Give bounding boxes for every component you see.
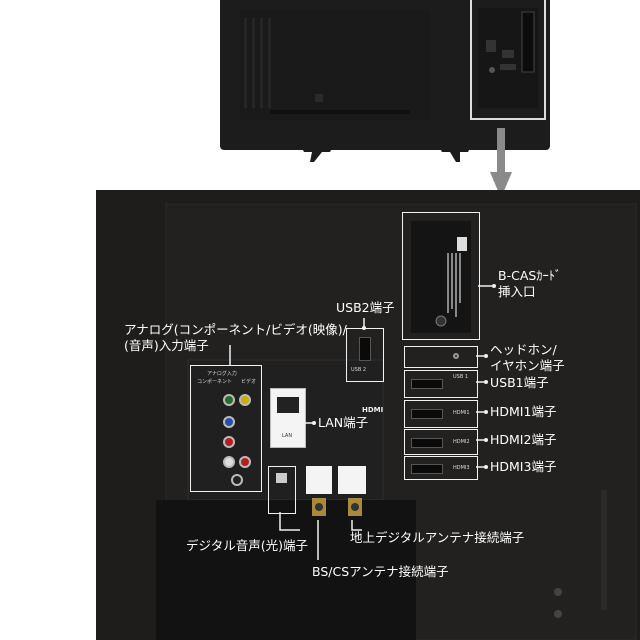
hdmi3-tiny-label: HDMI3 [453,465,470,471]
hdmi1-port[interactable] [411,409,443,419]
usb2-tiny-label: USB 2 [351,367,367,373]
down-arrow-icon [490,128,512,198]
hdmi3-port-frame: HDMI3 [404,456,478,480]
usb1-tiny-label: USB 1 [453,374,469,380]
hdmi2-port-frame: HDMI2 [404,429,478,455]
hdmi3-port[interactable] [411,464,443,474]
tv-rear-overview [220,0,550,150]
stand-foot-right [440,148,470,162]
lan-tiny-label: LAN [282,433,293,439]
bcas-slot-frame [402,212,480,340]
headphone-label-line2: イヤホン端子 [490,358,565,373]
bscs-label: BS/CSアンテナ接続端子 [312,564,449,579]
headphone-port-frame [404,346,478,368]
bscs-label-plate [306,466,332,494]
lan-port[interactable] [277,397,299,413]
terrestrial-label: 地上デジタルアンテナ接続端子 [350,530,525,545]
panel-texture [96,190,640,640]
hdmi1-tiny-label: HDMI1 [453,410,470,416]
bcas-label-line1: B-CASｶｰﾄﾞ [498,268,562,283]
usb2-label: USB2端子 [336,300,395,315]
lan-label: LAN端子 [318,415,369,430]
hdmi3-label: HDMI3端子 [490,459,557,474]
analog-label-line2: (音声)入力端子 [124,338,209,353]
rear-panel-closeup [96,190,640,640]
usb1-port-frame: USB 1 [404,370,478,398]
rca-jacks [223,394,251,486]
antenna-connectors [312,498,362,516]
usb1-label: USB1端子 [490,375,549,390]
hdmi2-port[interactable] [411,438,443,448]
hdmi2-label: HDMI2端子 [490,432,557,447]
hdmi1-port-frame: HDMI1 [404,400,478,428]
usb2-port[interactable] [359,337,371,361]
hdmi2-tiny-label: HDMI2 [453,439,470,445]
optical-port[interactable] [276,473,287,483]
hdmi1-label: HDMI1端子 [490,404,557,419]
headphone-jack[interactable] [453,353,459,359]
lan-port-frame: LAN [270,388,306,448]
bcas-label-line2: 挿入口 [498,284,536,299]
analog-header: アナログ入力 [207,371,237,377]
headphone-label-line1: ヘッドホン/ [490,342,557,357]
component-header: コンポーネント [197,379,233,385]
bcas-slot-graphic [411,221,471,333]
terrestrial-label-plate [338,466,366,494]
video-header: ビデオ [241,379,257,385]
optical-port-frame [268,466,296,514]
usb2-port-frame: USB 2 [346,328,384,382]
hdmi-logo: HDMI [362,406,384,414]
bcas-label: B-CASｶｰﾄﾞ 挿入口 [498,268,561,300]
usb1-port[interactable] [411,379,443,389]
vent-grille [240,10,430,120]
analog-input-frame: アナログ入力 コンポーネント ビデオ [190,365,262,492]
optical-label: デジタル音声(光)端子 [186,538,309,553]
terminal-panel-highlight [470,0,546,120]
analog-label: アナログ(コンポーネント/ビデオ(映像)/ (音声)入力端子 [124,322,347,354]
headphone-label: ヘッドホン/ イヤホン端子 [490,342,565,374]
stand-foot-left [302,148,332,162]
analog-label-line1: アナログ(コンポーネント/ビデオ(映像)/ [124,322,347,337]
